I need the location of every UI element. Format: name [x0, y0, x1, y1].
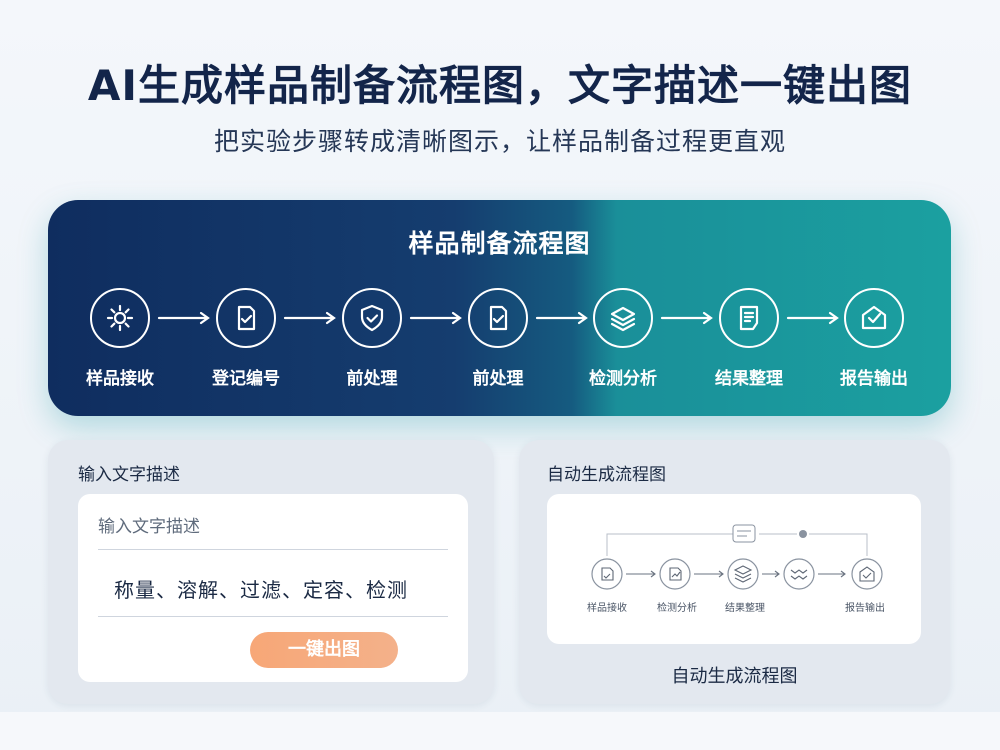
mini-chip-icon [732, 524, 756, 543]
page-title: AI生成样品制备流程图，文字描述一键出图 [87, 61, 913, 110]
flow-step-3: 前处理 [317, 288, 427, 389]
mini-step-circle-3 [727, 558, 759, 590]
shield-check-icon [342, 288, 402, 348]
flowchart-preview[interactable]: 样品接收 检测分析 结果整理 报告输出 [547, 494, 921, 644]
list-document-icon [719, 288, 779, 348]
mini-arrow-icon [762, 570, 780, 578]
banner-title: 样品制备流程图 [408, 229, 591, 258]
mini-arrow-icon [818, 570, 846, 578]
mini-connector [606, 533, 737, 556]
mini-step-circle-1 [591, 558, 623, 590]
mini-step-label: 报告输出 [845, 601, 885, 614]
preview-caption: 自动生成流程图 [671, 666, 798, 687]
flow-banner: 样品制备流程图 样品接收 登记编号 前处理 [48, 200, 951, 416]
flow-step-2: 登记编号 [191, 288, 301, 389]
document-check-icon [468, 288, 528, 348]
flow-step-label: 结果整理 [715, 369, 783, 389]
flow-step-5: 检测分析 [568, 288, 678, 389]
divider [98, 616, 448, 617]
divider [98, 549, 448, 550]
flow-step-label: 前处理 [472, 369, 524, 389]
mini-flowchart: 样品接收 检测分析 结果整理 报告输出 [587, 524, 885, 614]
page-subtitle: 把实验步骤转成清晰图示，让样品制备过程更直观 [213, 127, 786, 156]
generated-flowchart-card: 自动生成流程图 [519, 440, 950, 704]
flow-step-7: 报告输出 [819, 288, 929, 389]
arrow-right-icon [409, 311, 462, 325]
mini-step-circle-4 [783, 558, 815, 590]
output-card-title: 自动生成流程图 [547, 465, 666, 485]
mini-step-label: 样品接收 [587, 601, 627, 614]
mini-arrow-icon [626, 570, 656, 578]
flow-step-4: 前处理 [443, 288, 553, 389]
arrow-right-icon [157, 311, 210, 325]
generate-button[interactable]: 一键出图 [250, 632, 398, 668]
flow-step-label: 样品接收 [86, 369, 154, 389]
document-check-icon [216, 288, 276, 348]
description-input[interactable]: 称量、溶解、过滤、定容、检测 [114, 578, 408, 602]
bottom-band [0, 712, 1000, 750]
mini-step-circle-5 [851, 558, 883, 590]
flow-step-label: 登记编号 [212, 369, 280, 389]
arrow-right-icon [283, 311, 336, 325]
gear-icon [90, 288, 150, 348]
mini-connector [759, 533, 868, 556]
mini-arrow-icon [694, 570, 724, 578]
mini-step-circle-2 [659, 558, 691, 590]
flow-step-label: 检测分析 [589, 369, 657, 389]
flow-step-6: 结果整理 [694, 288, 804, 389]
mail-box-icon [844, 288, 904, 348]
mini-step-label: 结果整理 [725, 601, 765, 614]
text-input-card: 输入文字描述 输入文字描述 称量、溶解、过滤、定容、检测 一键出图 [48, 440, 494, 704]
text-input-panel: 输入文字描述 称量、溶解、过滤、定容、检测 一键出图 [78, 494, 468, 682]
arrow-right-icon [660, 311, 713, 325]
flow-step-label: 前处理 [346, 369, 398, 389]
layers-icon [593, 288, 653, 348]
flow-step-label: 报告输出 [840, 369, 908, 389]
arrow-right-icon [786, 311, 839, 325]
flow-step-1: 样品接收 [65, 288, 175, 389]
mini-node-dot [799, 530, 807, 538]
mini-step-label: 检测分析 [657, 601, 697, 614]
arrow-right-icon [535, 311, 588, 325]
mini-chip-lines [737, 530, 751, 537]
input-card-title: 输入文字描述 [78, 465, 180, 485]
description-placeholder[interactable]: 输入文字描述 [98, 517, 200, 537]
